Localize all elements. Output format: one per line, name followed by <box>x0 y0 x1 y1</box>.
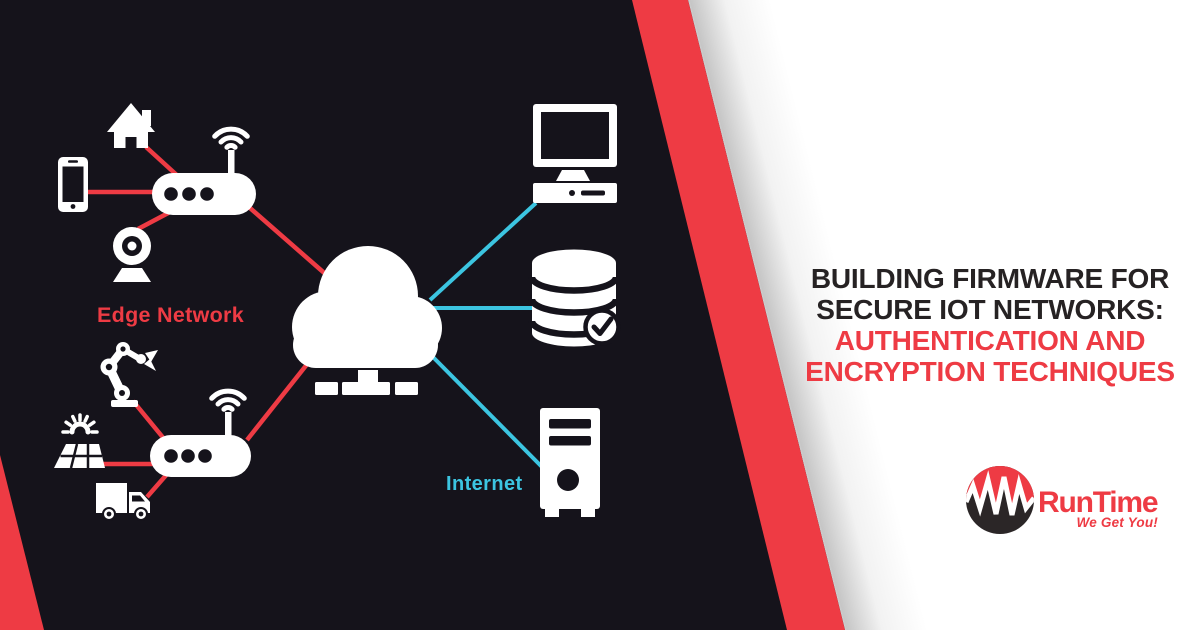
house-icon <box>107 103 155 148</box>
internet-links <box>422 201 545 470</box>
desktop-computer-icon <box>533 104 617 203</box>
network-switch-icon <box>315 370 418 395</box>
check-icon <box>591 316 614 336</box>
title-block: BUILDING FIRMWARE FOR SECURE IOT NETWORK… <box>780 263 1200 387</box>
robotic-arm-icon <box>100 342 158 407</box>
internet-label: Internet <box>446 473 523 495</box>
runtime-logo-icon <box>966 466 1034 534</box>
title-line-1: BUILDING FIRMWARE FOR <box>810 263 1170 294</box>
verified-database-icon <box>528 249 621 347</box>
cloud-icon <box>292 246 442 368</box>
title-line-2: SECURE IOT NETWORKS: <box>816 294 1164 325</box>
title-line-3: AUTHENTICATION AND <box>834 325 1146 356</box>
title-line-4: ENCRYPTION TECHNIQUES <box>805 356 1175 387</box>
wifi-router-icon-top <box>152 126 256 215</box>
logo-brand-name: RunTime <box>1038 486 1159 519</box>
logo-tagline: We Get You! <box>1076 515 1158 530</box>
delivery-truck-icon <box>96 483 150 521</box>
solar-panel-icon <box>54 413 105 469</box>
edge-network-label: Edge Network <box>97 303 244 327</box>
pulse-waveform-icon <box>966 470 1034 517</box>
edge-links <box>86 145 332 499</box>
smartphone-icon <box>58 157 88 212</box>
wifi-router-icon-bottom <box>150 388 251 477</box>
webcam-icon <box>113 227 151 282</box>
server-tower-icon <box>540 408 600 517</box>
